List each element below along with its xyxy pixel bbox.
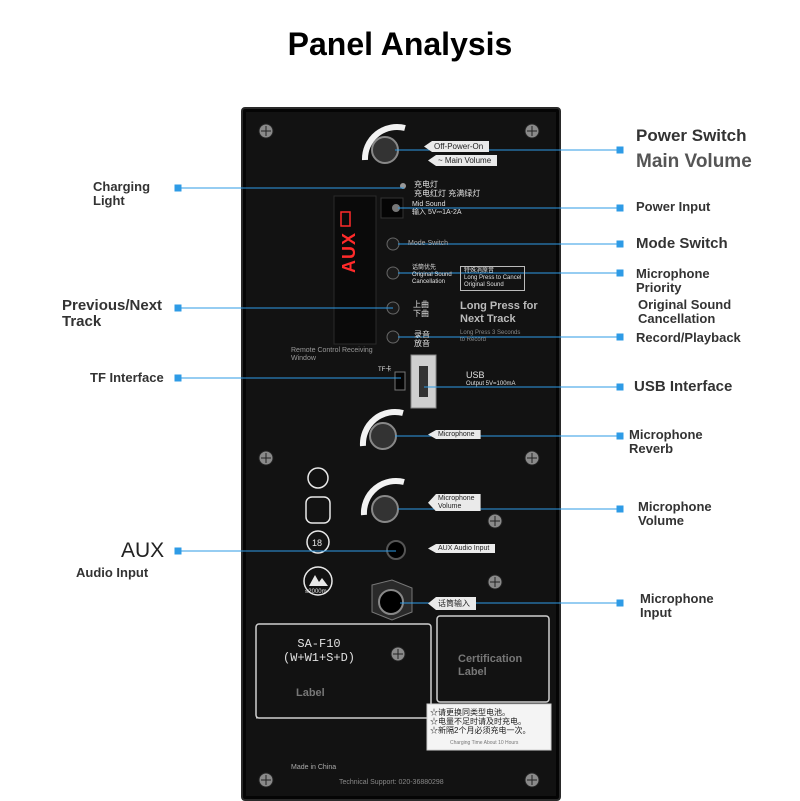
tf-slot-text: TF卡 [378, 367, 392, 373]
long-press-cancel-text: 特殊消原音 Long Press to Cancel Original Soun… [460, 266, 526, 291]
charge-light-text: 充电灯 充电红灯 充满绿灯 [414, 180, 481, 199]
callout-mic-priority: Microphone Priority [636, 266, 710, 295]
made-in-text: Made in China [291, 764, 337, 771]
certification-label-box [436, 615, 550, 703]
screw-icon [524, 772, 540, 788]
long-press-record-text: Long Press 3 Seconds to Record [460, 330, 521, 343]
aux-jack [386, 540, 406, 560]
power-tag: Off-Power-On [424, 141, 490, 152]
mic-reverb-knob [359, 408, 404, 450]
remote-window-text: Remote Control Receiving Window [291, 347, 373, 363]
model-label-box [255, 623, 432, 719]
long-press-next-text: Long Press for Next Track [460, 300, 538, 325]
callout-prev-next: Previous/Next Track [62, 297, 163, 330]
screw-icon [258, 450, 274, 466]
callout-audio-input: Audio Input [76, 565, 149, 580]
callout-tf-interface: TF Interface [90, 370, 164, 385]
label-text: Label [296, 687, 325, 699]
callout-orig-sound: Original Sound Cancellation [638, 297, 732, 326]
led-display-text: AUX [339, 232, 359, 274]
mic-reverb-tag: Microphone [428, 430, 481, 439]
age-icon-text: 18 [312, 538, 322, 548]
aux-tag: AUX Audio Input [428, 544, 496, 553]
callout-main-volume: Main Volume [636, 151, 752, 172]
screw-icon [524, 123, 540, 139]
main-volume-tag: ~ Main Volume [428, 155, 498, 166]
mic-volume-tag: Microphone Volume [428, 494, 481, 512]
callout-mic-input: Microphone Input [640, 591, 714, 620]
screw-icon [258, 123, 274, 139]
altitude-text: ≤2000m [305, 589, 327, 595]
callout-mode-switch: Mode Switch [636, 235, 728, 252]
priority-button [386, 266, 400, 280]
callout-power-switch: Power Switch [636, 126, 747, 145]
record-text: 录音 放音 [414, 330, 430, 349]
mic-volume-knob [360, 477, 405, 523]
screw-icon [390, 646, 406, 662]
speaker-panel [241, 107, 561, 801]
screw-icon [487, 574, 503, 590]
page-title: Panel Analysis [287, 26, 513, 62]
warning-box [426, 703, 552, 751]
power-input-text: Mid Sound 输入 5V⎓1A-2A [412, 201, 462, 217]
callout-mic-volume: Microphone Volume [638, 499, 712, 528]
mode-button [386, 237, 400, 251]
ccc-icon [307, 467, 329, 489]
warning-text: ☆请更换同类型电池。 ☆电量不足时请及时充电。 ☆新隔2个月必须充电一次。 [430, 708, 531, 736]
model-text: SA-F10 (W+W1+S+D) [283, 637, 356, 665]
tf-slot [394, 371, 406, 391]
main-volume-knob [361, 123, 406, 164]
record-button [386, 330, 400, 344]
screw-icon [258, 772, 274, 788]
priority-text: 话筒优先 Original Sound Cancellation [412, 265, 452, 285]
prevnext-text: 上曲 下曲 [413, 300, 429, 319]
usb-text: USB [466, 370, 485, 380]
warning-en-text: Charging Time About 10 Hours [450, 740, 519, 746]
mode-switch-text: Mode Switch [408, 240, 449, 247]
usb-output-text: Output 5V=100mA [466, 381, 516, 387]
screw-icon [524, 450, 540, 466]
callout-charging-light: Charging Light [93, 179, 151, 208]
callout-record-playback: Record/Playback [636, 330, 741, 345]
waves-icon [305, 496, 331, 524]
callout-aux: AUX [121, 539, 165, 562]
altitude-icon [303, 566, 333, 596]
screw-icon [487, 513, 503, 529]
mic-input-tag: 话筒输入 [428, 597, 476, 610]
callout-usb-interface: USB Interface [634, 378, 733, 395]
support-text: Technical Support: 020-36880298 [339, 779, 444, 786]
cert-label-text: Certification Label [458, 653, 523, 678]
age-icon [306, 530, 330, 554]
callout-mic-reverb: Microphone Reverb [629, 427, 703, 456]
battery-icon [340, 211, 351, 227]
callout-power-input: Power Input [636, 199, 711, 214]
